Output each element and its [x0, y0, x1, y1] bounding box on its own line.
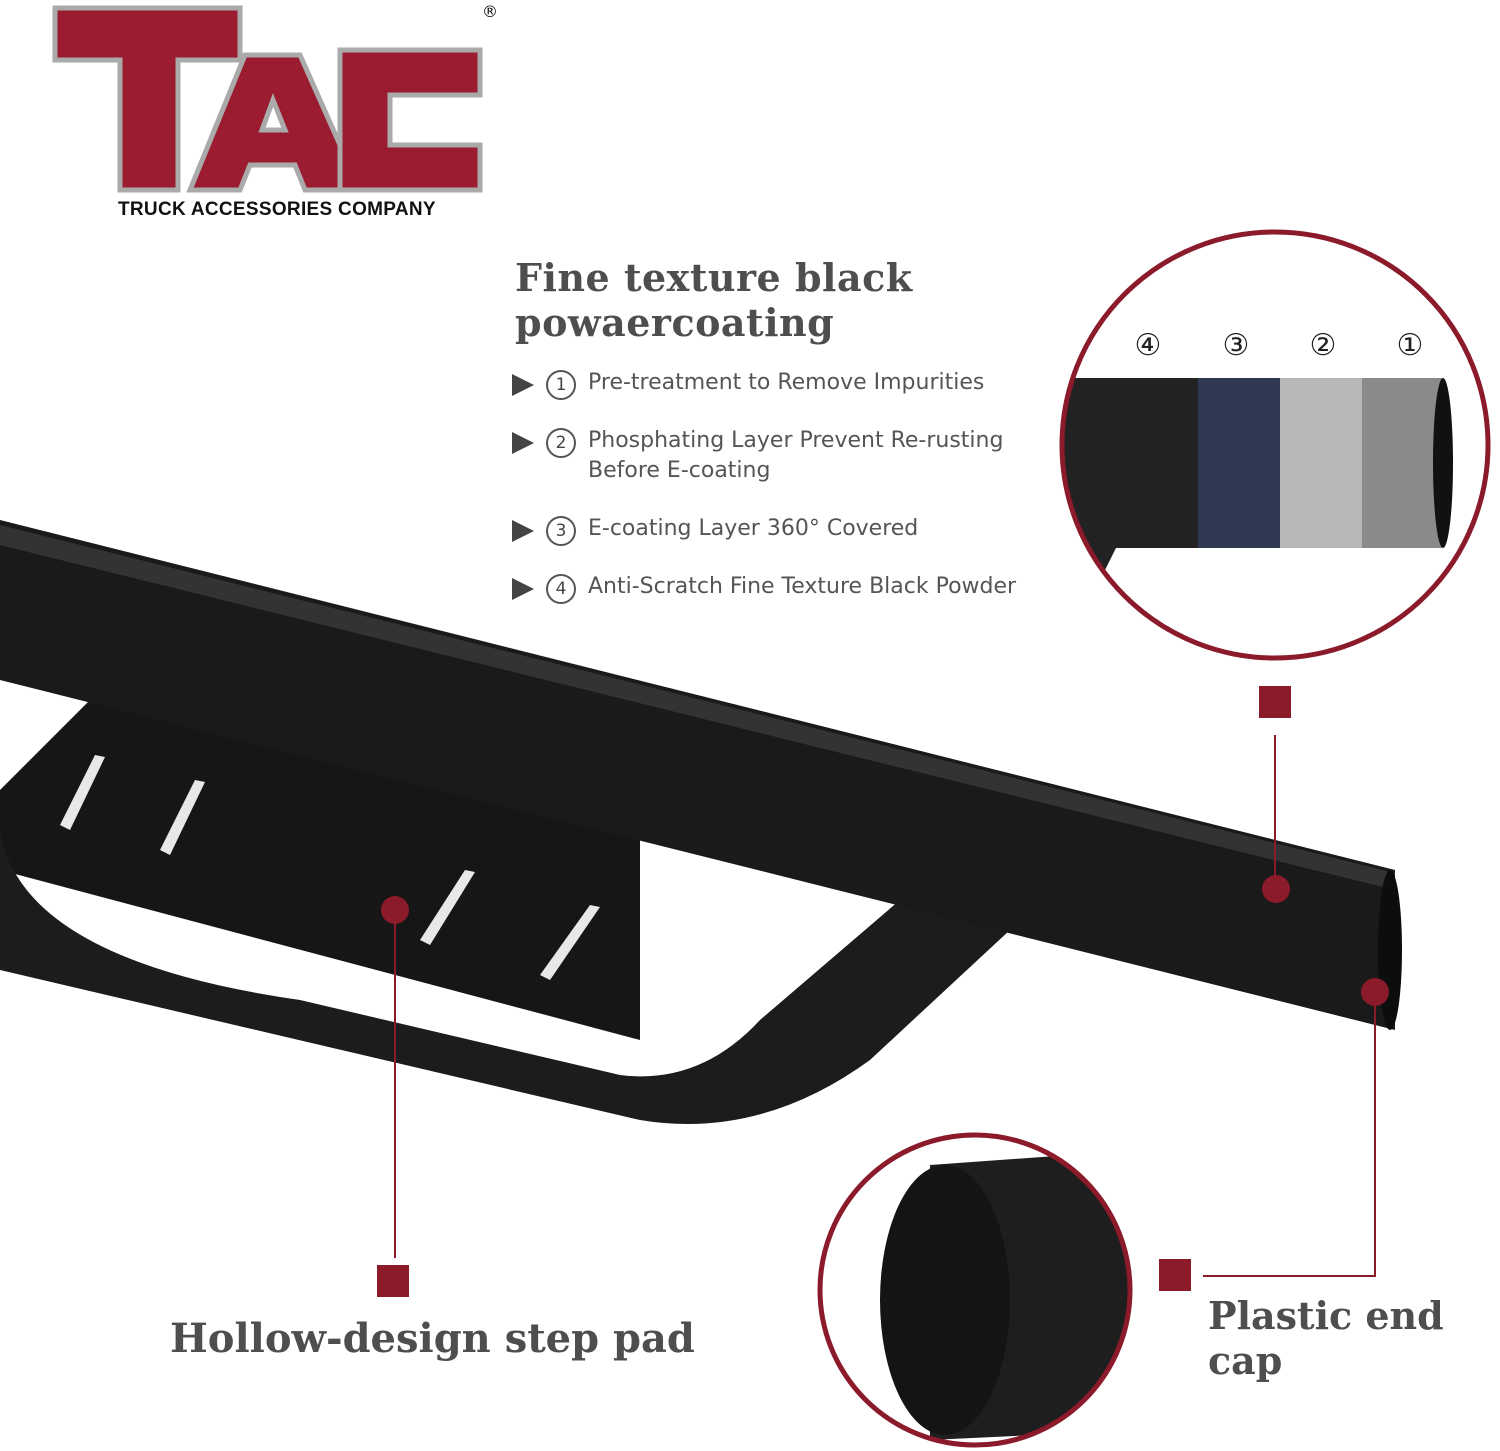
callout-lines [377, 686, 1389, 1297]
step-number: 1 [546, 370, 576, 400]
list-item: 4 Anti-Scratch Fine Texture Black Powder [512, 572, 1032, 604]
running-board [0, 520, 1402, 1124]
list-item: 2 Phosphating Layer Prevent Re-rusting Be… [512, 426, 1032, 486]
triangle-bullet-icon [512, 432, 534, 454]
layer-label-4: ④ [1134, 328, 1162, 363]
list-item: 1 Pre-treatment to Remove Impurities [512, 368, 1032, 400]
tac-logo [52, 5, 483, 193]
heading-line-1: Fine texture black [515, 255, 913, 300]
end-cap-callout: Plastic end cap [1208, 1293, 1444, 1383]
logo-subtitle: TRUCK ACCESSORIES COMPANY [118, 199, 436, 220]
layer-label-1: ① [1396, 328, 1424, 363]
feature-text: Phosphating Layer Prevent Re-rusting Bef… [588, 428, 1004, 483]
heading-line-2: powaercoating [515, 300, 835, 345]
step-number: 4 [546, 574, 576, 604]
step-pad-callout: Hollow-design step pad [170, 1315, 695, 1362]
registered-mark: ® [482, 2, 498, 21]
step-number: 2 [546, 428, 576, 458]
feature-list: 1 Pre-treatment to Remove Impurities 2 Pho… [512, 368, 1032, 630]
feature-text: E-coating Layer 360° Covered [588, 516, 919, 541]
feature-text: Pre-treatment to Remove Impurities [588, 370, 985, 395]
section-heading: Fine texture black powaercoating [515, 255, 913, 345]
list-item: 3 E-coating Layer 360° Covered [512, 514, 1032, 546]
triangle-bullet-icon [512, 374, 534, 396]
triangle-bullet-icon [512, 520, 534, 542]
triangle-bullet-icon [512, 578, 534, 600]
layer-label-2: ② [1309, 328, 1337, 363]
step-pad-cutouts [60, 755, 600, 980]
layer-label-3: ③ [1222, 328, 1250, 363]
coating-detail-circle [1059, 229, 1491, 661]
feature-text: Anti-Scratch Fine Texture Black Powder [588, 574, 1017, 599]
step-number: 3 [546, 516, 576, 546]
end-cap-detail-circle [817, 1132, 1133, 1448]
